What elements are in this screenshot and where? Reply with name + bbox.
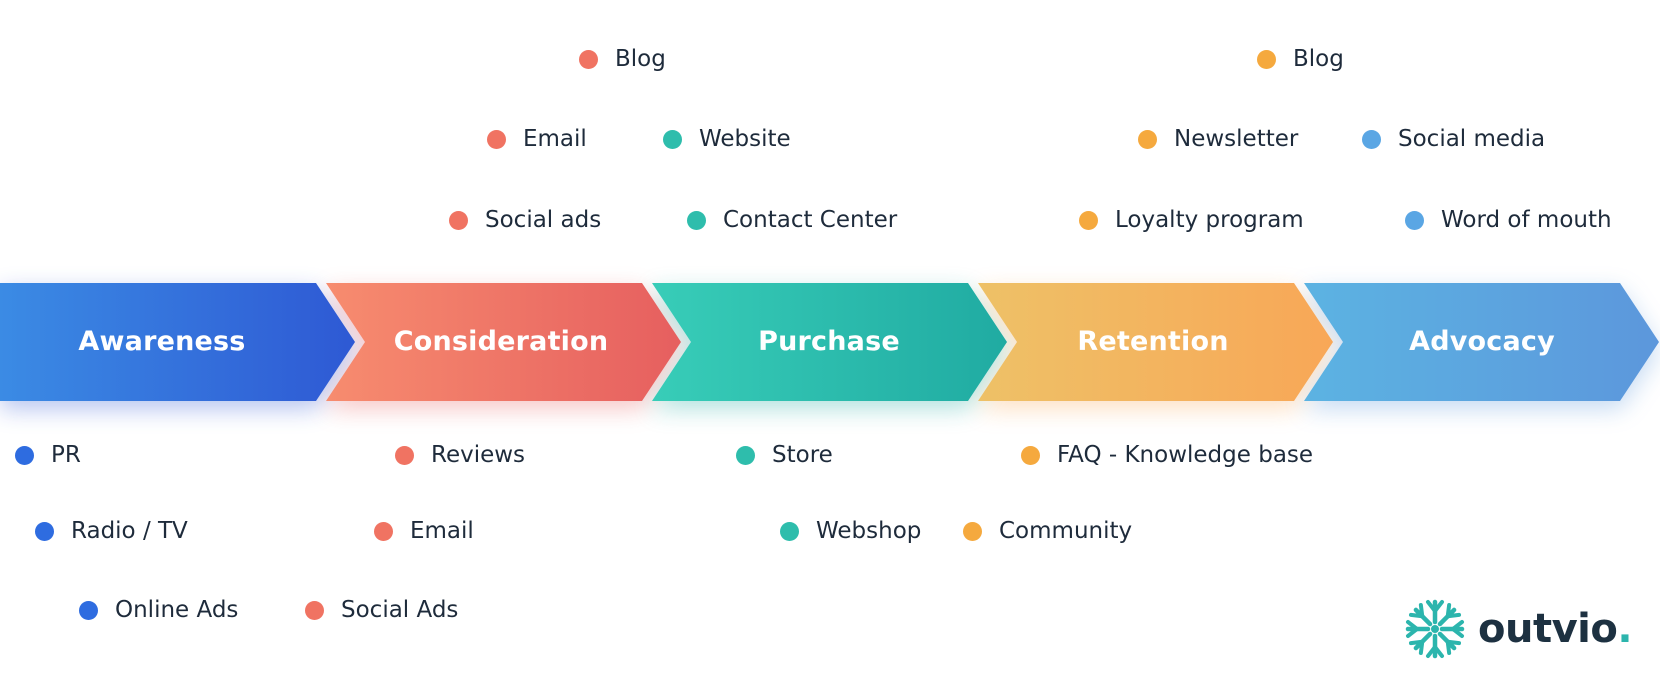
touchpoint-label: Email: [410, 518, 474, 544]
stage-arrow-awareness: [0, 283, 355, 401]
touchpoint-item: Contact Center: [687, 207, 897, 233]
touchpoint-dot: [963, 521, 982, 541]
stage-arrow-advocacy: [1304, 283, 1659, 401]
stage-label-retention: Retention: [1077, 326, 1229, 357]
touchpoint-dot: [579, 49, 598, 69]
touchpoint-item: Store: [736, 442, 833, 468]
touchpoint-item: Blog: [1257, 46, 1344, 72]
touchpoint-label: FAQ - Knowledge base: [1057, 442, 1314, 468]
touchpoint-dot: [395, 445, 414, 465]
touchpoint-dot: [487, 129, 506, 149]
touchpoint-label: Blog: [615, 46, 666, 72]
touchpoint-item: Email: [487, 126, 587, 152]
touchpoint-dot: [736, 445, 755, 465]
touchpoint-dot: [374, 521, 393, 541]
logo-text: outvio: [1478, 606, 1618, 652]
touchpoint-label: Online Ads: [115, 597, 239, 623]
touchpoint-label: Contact Center: [723, 207, 898, 233]
touchpoint-label: Social ads: [485, 207, 602, 233]
touchpoint-label: Community: [999, 518, 1133, 544]
touchpoint-label: Radio / TV: [71, 518, 188, 544]
touchpoint-dot: [1362, 129, 1381, 149]
touchpoint-dot: [35, 521, 54, 541]
stage-label-purchase: Purchase: [758, 326, 900, 357]
touchpoint-item: Reviews: [395, 442, 525, 468]
touchpoint-item: Social media: [1362, 126, 1545, 152]
touchpoint-item: Word of mouth: [1405, 207, 1612, 233]
touchpoint-label: Webshop: [816, 518, 922, 544]
touchpoint-label: Social Ads: [341, 597, 459, 623]
touchpoint-item: Email: [374, 518, 474, 544]
touchpoint-item: PR: [15, 442, 81, 468]
touchpoint-dot: [15, 445, 34, 465]
stage-label-advocacy: Advocacy: [1409, 326, 1555, 357]
stage-arrow-purchase: [652, 283, 1007, 401]
touchpoint-item: FAQ - Knowledge base: [1021, 442, 1313, 468]
touchpoint-label: Store: [772, 442, 833, 468]
touchpoint-item: Webshop: [780, 518, 921, 544]
touchpoint-dot: [1257, 49, 1276, 69]
outvio-logo: outvio.: [1402, 596, 1633, 662]
outvio-mark-icon: [1405, 599, 1465, 659]
logo-dot: .: [1617, 606, 1633, 652]
touchpoint-dot: [79, 600, 98, 620]
touchpoint-label: Word of mouth: [1441, 207, 1612, 233]
touchpoint-label: Email: [523, 126, 587, 152]
touchpoint-item: Online Ads: [79, 597, 238, 623]
touchpoint-item: Blog: [579, 46, 666, 72]
touchpoint-dot: [780, 521, 799, 541]
touchpoint-dot: [1079, 210, 1098, 230]
touchpoint-dot: [687, 210, 706, 230]
touchpoint-item: Social Ads: [305, 597, 458, 623]
touchpoint-label: PR: [51, 442, 81, 468]
touchpoint-label: Newsletter: [1174, 126, 1299, 152]
touchpoint-dot: [1138, 129, 1157, 149]
stage-arrow-consideration: [326, 283, 681, 401]
touchpoint-dot: [1021, 445, 1040, 465]
touchpoint-label: Website: [699, 126, 791, 152]
stage-arrow-retention: [978, 283, 1333, 401]
touchpoint-dot: [305, 600, 324, 620]
touchpoint-item: Loyalty program: [1079, 207, 1304, 233]
logo-wordmark: outvio.: [1478, 606, 1633, 652]
touchpoint-label: Loyalty program: [1115, 207, 1304, 233]
touchpoint-item: Community: [963, 518, 1132, 544]
touchpoint-item: Social ads: [449, 207, 601, 233]
touchpoint-label: Reviews: [431, 442, 526, 468]
stage-label-awareness: Awareness: [78, 326, 246, 357]
touchpoint-dot: [1405, 210, 1424, 230]
touchpoint-label: Blog: [1293, 46, 1344, 72]
touchpoint-item: Website: [663, 126, 791, 152]
touchpoint-label: Social media: [1398, 126, 1546, 152]
touchpoint-item: Newsletter: [1138, 126, 1298, 152]
touchpoint-dot: [663, 129, 682, 149]
stage-label-consideration: Consideration: [393, 326, 609, 357]
touchpoint-item: Radio / TV: [35, 518, 188, 544]
touchpoint-dot: [449, 210, 468, 230]
